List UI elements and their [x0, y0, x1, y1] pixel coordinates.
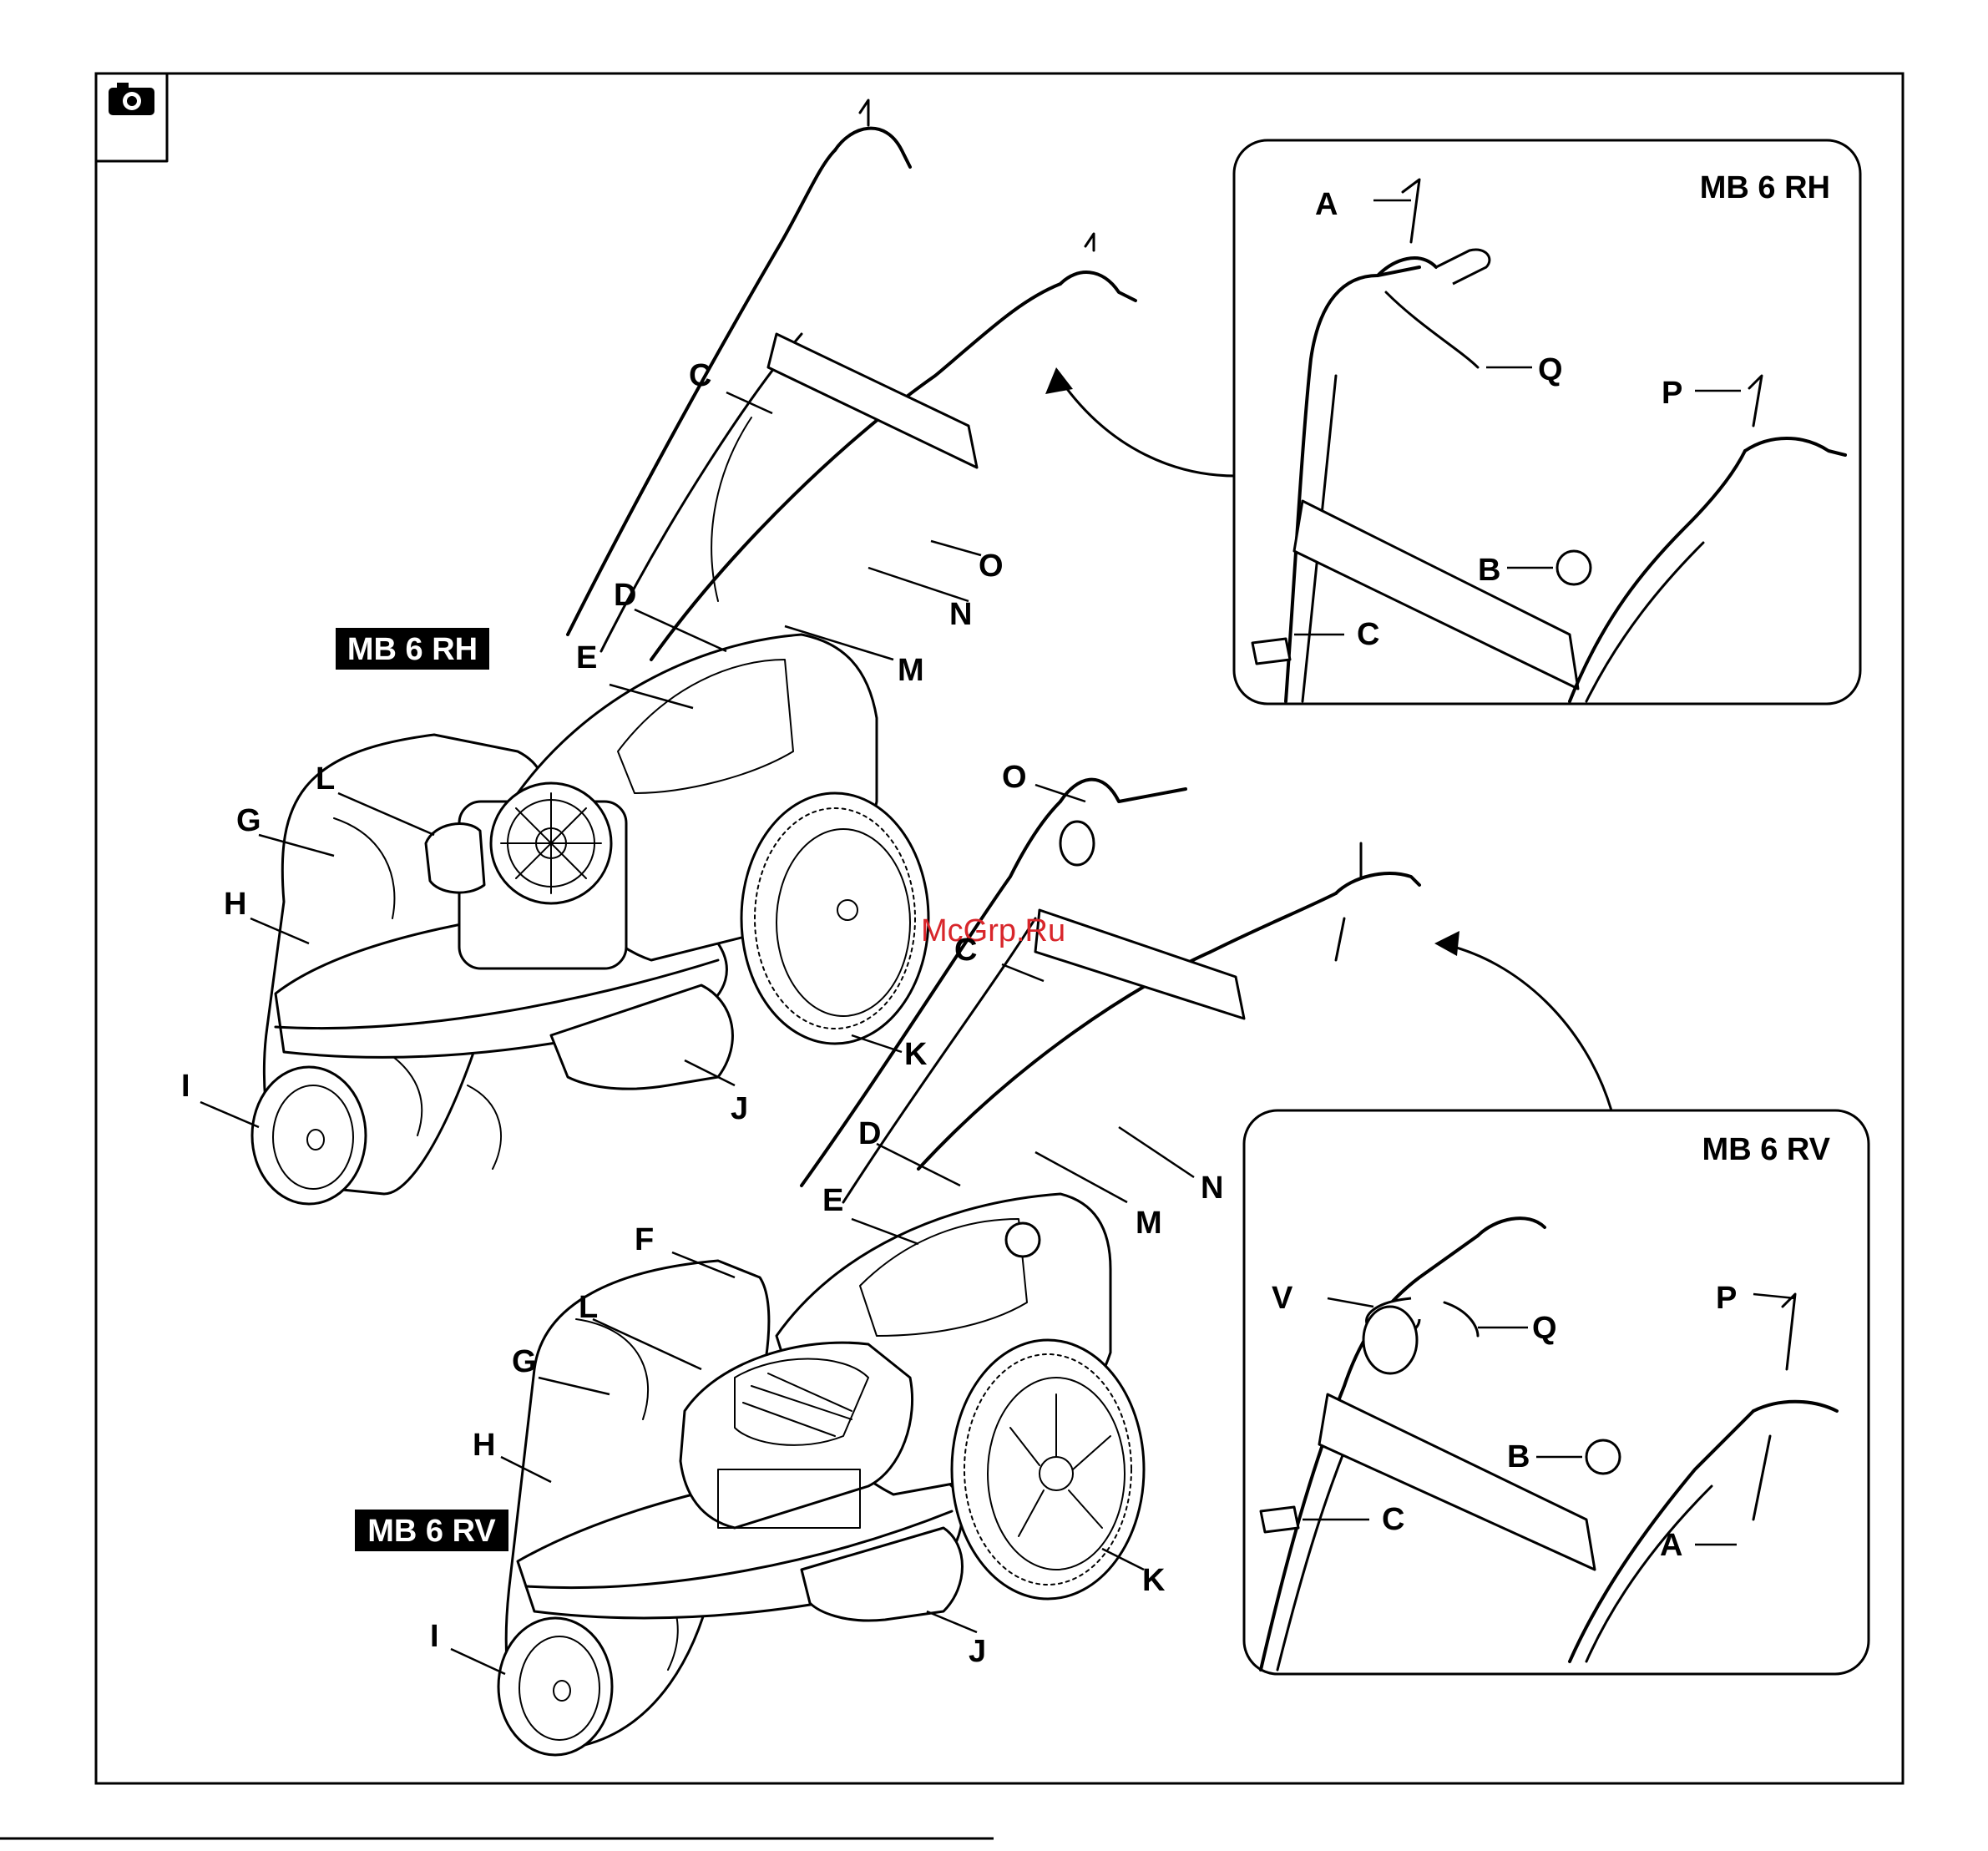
label-rv-m: M [1136, 1206, 1162, 1241]
label-inset-rv-a: A [1660, 1528, 1682, 1563]
label-rh-l: L [316, 761, 335, 797]
model-badge-rh-text: MB 6 RH [347, 632, 478, 667]
inset-rh [1234, 140, 1860, 704]
watermark: McGrp.Ru [921, 913, 1065, 948]
label-rh-i: I [181, 1069, 190, 1104]
label-rv-i: I [430, 1619, 439, 1654]
label-inset-rh-b: B [1478, 553, 1500, 588]
label-rh-c: C [689, 358, 711, 393]
label-rv-o: O [1002, 760, 1027, 795]
inset-rv [1244, 1110, 1869, 1674]
label-inset-rv-v: V [1272, 1281, 1293, 1316]
label-rv-l: L [579, 1290, 598, 1325]
model-badge-rv-text: MB 6 RV [367, 1514, 496, 1549]
label-inset-rv-c: C [1382, 1502, 1404, 1537]
label-rh-d: D [614, 578, 636, 613]
label-rv-f: F [635, 1222, 654, 1257]
label-rh-e: E [576, 640, 597, 675]
label-rh-k: K [904, 1037, 928, 1072]
label-rh-g: G [236, 803, 261, 838]
label-rv-n: N [1201, 1171, 1223, 1206]
label-inset-rh-c: C [1357, 617, 1379, 652]
inset-rh-title: MB 6 RH [1700, 170, 1830, 205]
label-rv-h: H [473, 1428, 495, 1463]
label-inset-rv-b: B [1507, 1439, 1530, 1474]
label-rh-m: M [898, 653, 924, 688]
label-inset-rh-p: P [1662, 376, 1682, 411]
label-inset-rh-q: Q [1538, 352, 1563, 387]
label-rv-j: J [969, 1634, 986, 1669]
label-inset-rv-p: P [1716, 1281, 1737, 1316]
camera-icon [109, 83, 154, 115]
label-rv-g: G [512, 1344, 537, 1379]
label-inset-rv-q: Q [1532, 1311, 1557, 1346]
label-rv-d: D [858, 1116, 881, 1151]
label-rh-o: O [979, 549, 1004, 584]
label-rh-n: N [949, 597, 972, 632]
label-rh-j: J [731, 1091, 748, 1126]
icon-box [96, 73, 167, 161]
label-rh-h: H [224, 887, 246, 922]
label-inset-rh-a: A [1315, 187, 1338, 222]
label-rv-c: C [954, 933, 977, 968]
label-rv-k: K [1142, 1563, 1166, 1598]
label-rv-e: E [822, 1183, 843, 1218]
inset-rv-title: MB 6 RV [1702, 1132, 1831, 1167]
